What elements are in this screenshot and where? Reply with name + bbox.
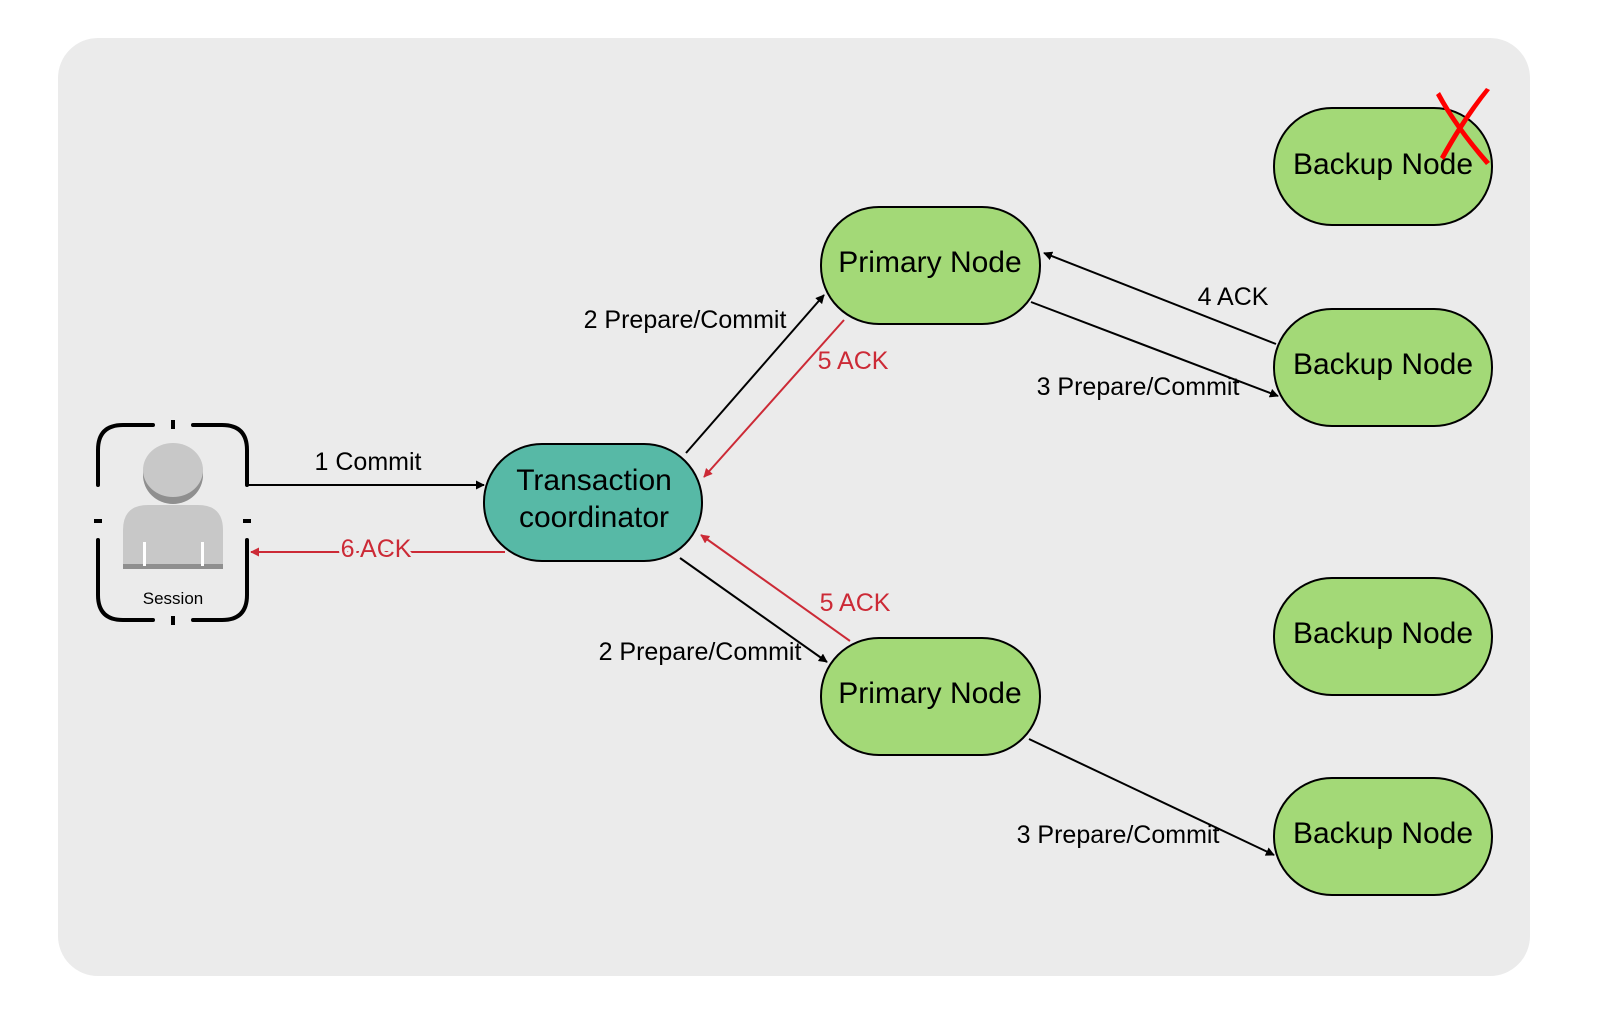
backup-node-top: Backup Node — [1273, 308, 1493, 427]
backup-node-top-label: Backup Node — [1293, 348, 1473, 381]
edges — [248, 251, 1279, 856]
ack-top-arrow — [703, 319, 845, 478]
ack-session-label: 6 ACK — [341, 535, 412, 563]
session-label: Session — [143, 589, 203, 608]
backup-node-failed: Backup Node — [1273, 107, 1493, 226]
replicate-bottom-label: 3 Prepare/Commit — [1017, 821, 1220, 849]
replicate-top-label: 3 Prepare/Commit — [1037, 373, 1240, 401]
coordinator-node: Transaction coordinator — [483, 443, 703, 562]
prepare-top-arrow — [685, 294, 825, 454]
replicate-top-arrow — [1030, 301, 1279, 398]
commit-label: 1 Commit — [315, 448, 422, 476]
coordinator-label-line2: coordinator — [519, 501, 669, 534]
backup-node-bottom-label: Backup Node — [1293, 817, 1473, 850]
replicate-bottom-arrow — [1028, 738, 1275, 856]
backup-node-bottom: Backup Node — [1273, 777, 1493, 896]
ack-top-label: 5 ACK — [818, 347, 889, 375]
primary-node-top-label: Primary Node — [838, 246, 1021, 279]
primary-node-bottom: Primary Node — [820, 637, 1041, 756]
ack-bottom-arrow — [700, 534, 851, 642]
backup-ack-label: 4 ACK — [1198, 283, 1269, 311]
backup-node-mid: Backup Node — [1273, 577, 1493, 696]
backup-node-mid-label: Backup Node — [1293, 617, 1473, 650]
failure-x-icon — [1436, 88, 1490, 165]
prepare-bottom-label: 2 Prepare/Commit — [599, 638, 802, 666]
prepare-top-label: 2 Prepare/Commit — [584, 306, 787, 334]
prepare-bottom-arrow — [679, 557, 828, 663]
primary-node-top: Primary Node — [820, 206, 1041, 325]
coordinator-label-line1: Transaction — [516, 464, 672, 497]
ack-bottom-label: 5 ACK — [820, 589, 891, 617]
backup-ack-arrow — [1043, 251, 1277, 345]
diagram-panel — [58, 38, 1530, 976]
session-icon: Session — [94, 420, 251, 625]
primary-node-bottom-label: Primary Node — [838, 677, 1021, 710]
